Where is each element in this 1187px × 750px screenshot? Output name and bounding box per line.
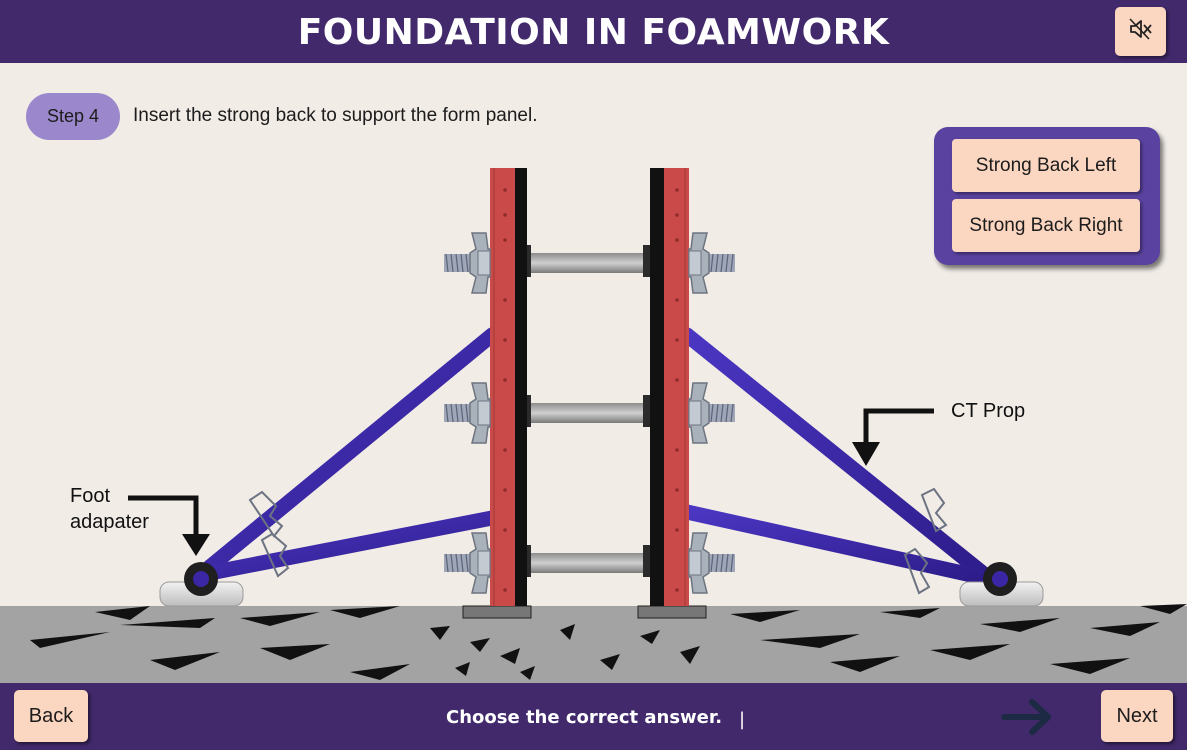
- text-cursor: |: [739, 709, 746, 730]
- next-button[interactable]: Next: [1101, 690, 1173, 742]
- speaker-muted-icon: [1128, 18, 1153, 45]
- arrow-right-icon[interactable]: [1000, 697, 1056, 742]
- foot-adapter-label: Foot adapater: [70, 483, 149, 535]
- ct-prop-label: CT Prop: [951, 400, 1026, 422]
- footer-bar: Back Choose the correct answer. | Next: [0, 683, 1187, 750]
- foot-adapter-label-line1: Foot: [70, 485, 111, 507]
- header-bar: FOUNDATION IN FOAMWORK: [0, 0, 1187, 63]
- mute-button[interactable]: [1115, 7, 1166, 56]
- foamwork-illustration: [0, 168, 1187, 683]
- strong-back-right-button[interactable]: Strong Back Right: [952, 199, 1140, 252]
- foot-adapter-label-line2: adapater: [70, 511, 149, 533]
- step-badge: Step 4: [26, 93, 120, 140]
- page-title: FOUNDATION IN FOAMWORK: [297, 12, 890, 53]
- back-button[interactable]: Back: [14, 690, 88, 742]
- instruction-text: Insert the strong back to support the fo…: [133, 105, 538, 126]
- choices-panel: Strong Back Left Strong Back Right: [934, 127, 1160, 265]
- prompt-text: Choose the correct answer.: [446, 707, 723, 728]
- strong-back-left-button[interactable]: Strong Back Left: [952, 139, 1140, 192]
